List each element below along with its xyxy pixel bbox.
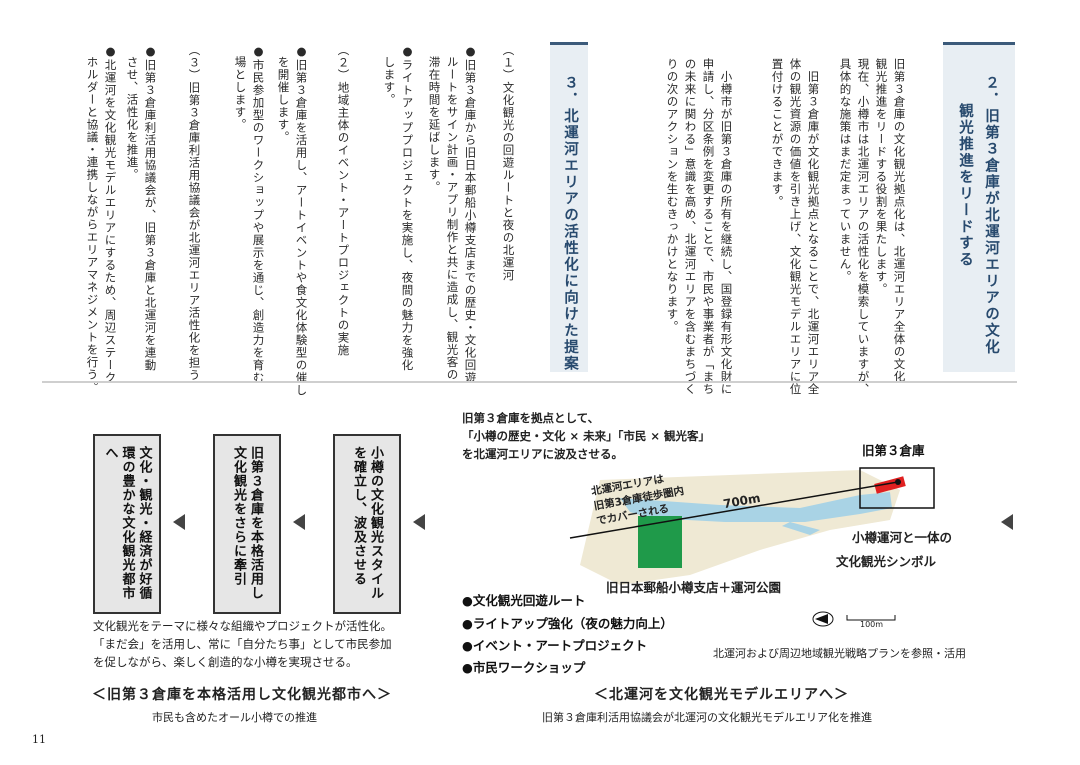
canal-branch bbox=[782, 522, 820, 535]
label-nyk: 旧日本郵船小樽支店＋運河公園 bbox=[606, 580, 782, 595]
flow-box-1: 小樽の文化観光スタイルを確立し、波及させる bbox=[333, 434, 401, 614]
map-graphic bbox=[569, 467, 935, 585]
arrow-left-icon bbox=[413, 514, 425, 530]
distance-line bbox=[569, 481, 899, 539]
section2-heading: ２．旧第３倉庫が北運河エリアの文化 観光推進をリードする bbox=[943, 42, 1015, 372]
map-title: ＜北運河を文化観光モデルエリアへ＞ bbox=[594, 687, 849, 703]
scale-bar bbox=[846, 615, 896, 621]
section2-heading-line1: ２．旧第３倉庫が北運河エリアの文化 bbox=[983, 75, 999, 356]
arrow-left-icon bbox=[1001, 514, 1013, 530]
label-warehouse: 旧第３倉庫 bbox=[862, 443, 925, 458]
warehouse-point bbox=[895, 479, 901, 485]
flow-box-3: 文化・観光・経済が好循環の豊かな文化観光都市へ bbox=[93, 434, 161, 614]
compass-icon bbox=[812, 611, 834, 627]
flow-box-2: 旧第３倉庫を本格活用し文化観光をさらに牽引 bbox=[213, 434, 281, 614]
divider bbox=[42, 381, 1017, 383]
map-subtitle: 旧第３倉庫利活用協議会が北運河の文化観光モデルエリア化を推進 bbox=[542, 711, 872, 724]
page-number: 11 bbox=[32, 733, 46, 746]
map-reference: 北運河および周辺地域観光戦略プランを参照・活用 bbox=[713, 647, 966, 660]
section2-heading-line2: 観光推進をリードする bbox=[957, 103, 973, 268]
nyk-park bbox=[638, 516, 682, 568]
flow-subtitle: 市民も含めたオール小樽での推進 bbox=[152, 711, 317, 724]
flow-title: ＜旧第３倉庫を本格活用し文化観光都市へ＞ bbox=[92, 687, 392, 703]
arrow-left-icon bbox=[293, 514, 305, 530]
arrow-left-icon bbox=[173, 514, 185, 530]
section3-heading: ３．北運河エリアの活性化に向けた提案 bbox=[550, 42, 588, 372]
scale-label: 100m bbox=[860, 620, 884, 629]
